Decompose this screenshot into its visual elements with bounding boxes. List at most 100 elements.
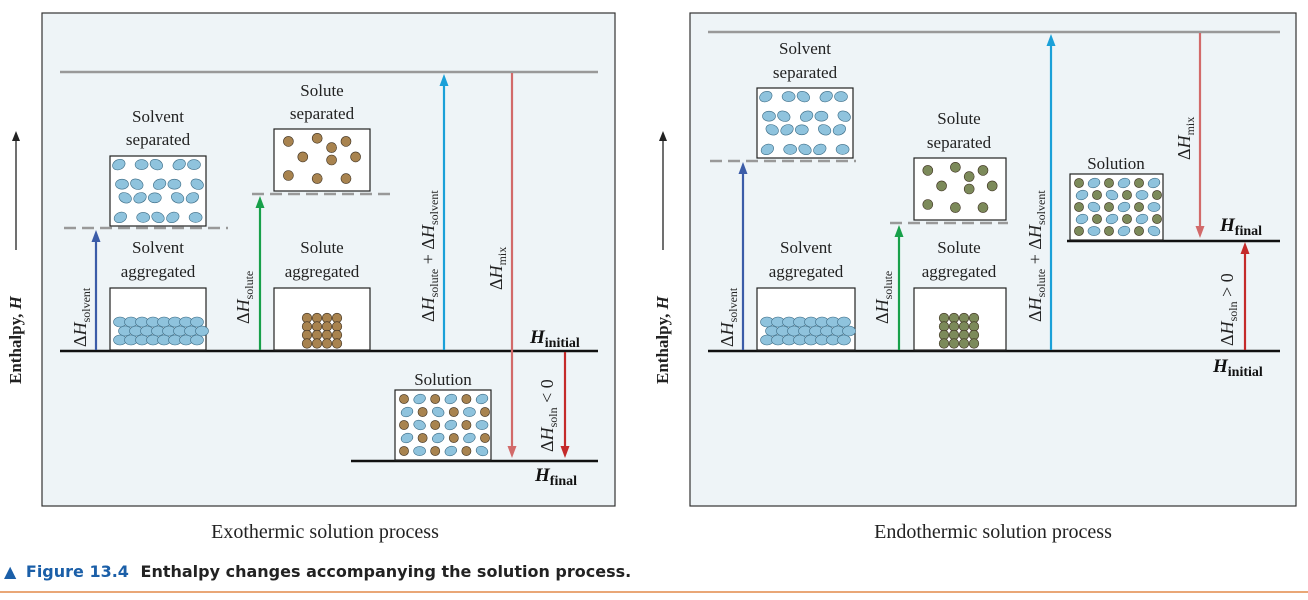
panel-frame [41,12,616,507]
solvent-particle [1087,177,1101,189]
solvent-particle [133,192,147,204]
solute-separated-particles [283,133,361,184]
solution-box [394,389,492,461]
solvent-particle [781,91,796,102]
solute-particle [311,312,323,324]
solvent-particle [1147,177,1161,189]
solute-particle [331,338,343,349]
solution-label: Solution [1087,154,1145,173]
solvent-particle [118,192,132,204]
solute-particle [963,171,975,182]
arrow-dh-sum [439,74,449,350]
solvent-particle [835,144,850,155]
solute-particle [948,312,960,324]
solvent-particle [151,211,165,223]
solute-particle [1134,202,1144,212]
h-final-label: Hfinal [1219,215,1262,239]
solute-particle [340,173,352,184]
h-initial-label: Hinitial [1212,356,1263,380]
arrow-dh-soln [1240,242,1250,350]
solvent-particle [1105,189,1119,201]
solute-particle [311,329,323,341]
solvent-particle [837,316,851,328]
solution-box [1069,173,1164,241]
solute-particle [331,321,343,332]
solute-particle [331,312,343,324]
solute-particle [950,162,961,173]
solute-particle [950,202,961,213]
solvent-particle [166,211,180,223]
solute-particle [977,202,989,213]
solute-particle [480,433,490,443]
solvent-particle [432,406,445,418]
solvent-particle [185,192,199,204]
solvent-particle [432,432,445,444]
solvent-particle [1117,177,1131,189]
solute-particle [311,321,323,332]
solute-particle [958,329,970,341]
solvent-particle [115,178,129,190]
solvent-particle [400,432,414,444]
solvent-particle [1105,213,1119,225]
solvent-particle [1087,201,1101,213]
solute-particle [417,407,428,417]
solvent-particle [149,159,163,171]
solute-particle [1074,226,1084,236]
solvent-particle [1135,190,1149,200]
caption-marker: ▲ [4,562,17,581]
solute-particle [283,136,294,147]
solvent-particle [188,212,203,223]
solute-particle [968,329,980,341]
enthalpy-axis: Enthalpy, H [6,131,25,384]
panel-caption: Endothermic solution process [874,521,1112,543]
solute-particle [963,183,975,195]
arrow-dh-solvent [91,230,101,350]
solute-particle [968,312,980,324]
solvent-particle [475,420,489,430]
svg-text:▲ Figure 13.4 Enth: ▲ Figure 13.4 Enthalpy changes accompany… [4,562,631,581]
solute-particle [938,321,950,332]
solute-particle [1152,214,1162,224]
solute-particle [326,154,337,166]
solute-particle [399,446,409,456]
solvent-particle [195,325,209,337]
solute-particle [977,165,989,176]
solute-particle [297,151,309,163]
solute-particle [283,170,294,181]
solvent-particle [837,110,851,122]
solute-particle [461,420,472,430]
solute-particle [1134,178,1144,188]
panel-frame [689,12,1297,507]
solute-particle [948,321,960,332]
solute-particle [321,312,333,324]
solvent-particle [148,192,162,204]
arrow-dh-sum [1046,34,1056,350]
solvent-particle [413,393,426,405]
solute-particle [1074,178,1084,188]
solute-particle [311,173,323,184]
solute-particle [958,321,970,332]
solvent-particle [167,178,182,190]
solute-particle [311,133,323,144]
solvent-particle [780,124,794,136]
solute-particle [480,407,490,417]
solvent-particle [400,406,414,418]
solvent-particle [1087,226,1101,236]
solvent-particle [463,407,476,417]
solute-particle [321,329,333,341]
solvent-particle [1147,225,1161,237]
solute-particle [968,321,980,332]
solvent-particle [832,124,846,136]
solvent-particle [796,91,810,103]
solute-particle [331,329,343,341]
solute-particle [938,329,950,341]
solute-particle [448,433,459,443]
solvent-particle [762,110,776,122]
solute-particle [461,394,472,404]
